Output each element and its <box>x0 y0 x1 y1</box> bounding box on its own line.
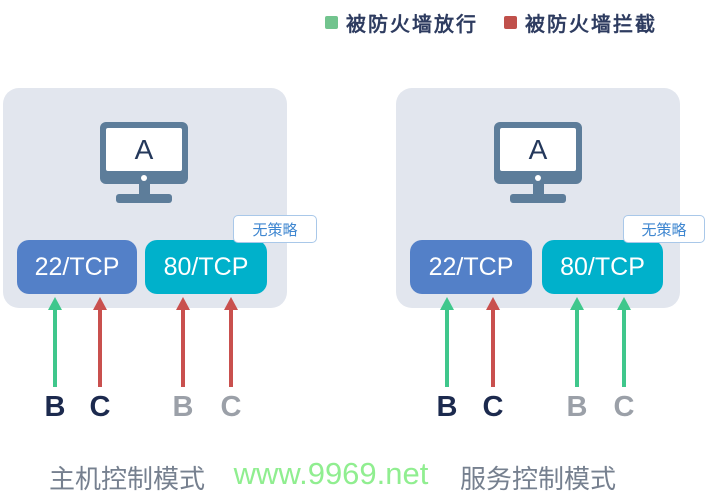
port-80-box: 80/TCP <box>542 240 663 294</box>
monitor-dot <box>535 175 541 181</box>
port-80-label: 80/TCP <box>163 252 249 281</box>
arrowhead-icon <box>617 297 631 310</box>
flow-arrow <box>224 297 238 387</box>
computer-icon: A <box>494 122 582 203</box>
flow-arrow <box>486 297 500 387</box>
flow-arrow <box>570 297 584 387</box>
flow-arrow <box>48 297 62 387</box>
computer-icon: A <box>100 122 188 203</box>
source-label: B <box>172 391 194 423</box>
flow-arrow <box>176 297 190 387</box>
host-label: A <box>528 133 548 165</box>
flow-arrow <box>93 297 107 387</box>
legend-allowed-label: 被防火墙放行 <box>346 14 478 36</box>
no-policy-tag-label: 无策略 <box>641 221 687 239</box>
arrow-shaft <box>229 310 233 387</box>
flow-arrow <box>440 297 454 387</box>
monitor-screen: A <box>500 128 576 171</box>
blocked-swatch-icon <box>504 16 517 29</box>
allowed-swatch-icon <box>325 16 338 29</box>
arrow-shaft <box>98 310 102 387</box>
legend: 被防火墙放行 被防火墙拦截 <box>325 8 657 37</box>
monitor-stand-neck <box>138 184 150 194</box>
arrowhead-icon <box>176 297 190 310</box>
monitor-stand-base <box>116 194 172 203</box>
source-label: B <box>44 391 66 423</box>
arrowhead-icon <box>93 297 107 310</box>
host-label: A <box>134 133 154 165</box>
flow-arrow <box>617 297 631 387</box>
source-label: B <box>436 391 458 423</box>
arrowhead-icon <box>570 297 584 310</box>
monitor-stand-base <box>510 194 566 203</box>
monitor-dot <box>141 175 147 181</box>
port-80-box: 80/TCP <box>145 240 267 294</box>
monitor-screen: A <box>106 128 182 171</box>
port-22-label: 22/TCP <box>428 252 514 281</box>
no-policy-tag: 无策略 <box>233 215 317 243</box>
no-policy-tag-label: 无策略 <box>252 221 298 239</box>
host-mode-caption: 主机控制模式 <box>48 464 206 494</box>
source-label: C <box>220 391 242 423</box>
port-22-label: 22/TCP <box>34 252 120 281</box>
source-label: C <box>613 391 635 423</box>
port-80-label: 80/TCP <box>560 252 645 281</box>
arrowhead-icon <box>48 297 62 310</box>
port-22-box: 22/TCP <box>17 240 137 294</box>
arrow-shaft <box>575 310 579 387</box>
arrow-shaft <box>622 310 626 387</box>
arrow-shaft <box>491 310 495 387</box>
source-label: C <box>89 391 111 423</box>
source-label: C <box>482 391 504 423</box>
arrowhead-icon <box>486 297 500 310</box>
service-mode-caption: 服务控制模式 <box>459 464 617 494</box>
watermark-url: www.9969.net <box>233 456 429 491</box>
arrowhead-icon <box>224 297 238 310</box>
arrow-shaft <box>181 310 185 387</box>
legend-blocked-label: 被防火墙拦截 <box>525 14 657 36</box>
monitor-frame: A <box>100 122 188 184</box>
arrowhead-icon <box>440 297 454 310</box>
no-policy-tag: 无策略 <box>623 215 705 243</box>
monitor-stand-neck <box>532 184 544 194</box>
monitor-frame: A <box>494 122 582 184</box>
source-label: B <box>566 391 588 423</box>
port-22-box: 22/TCP <box>410 240 532 294</box>
arrow-shaft <box>445 310 449 387</box>
arrow-shaft <box>53 310 57 387</box>
